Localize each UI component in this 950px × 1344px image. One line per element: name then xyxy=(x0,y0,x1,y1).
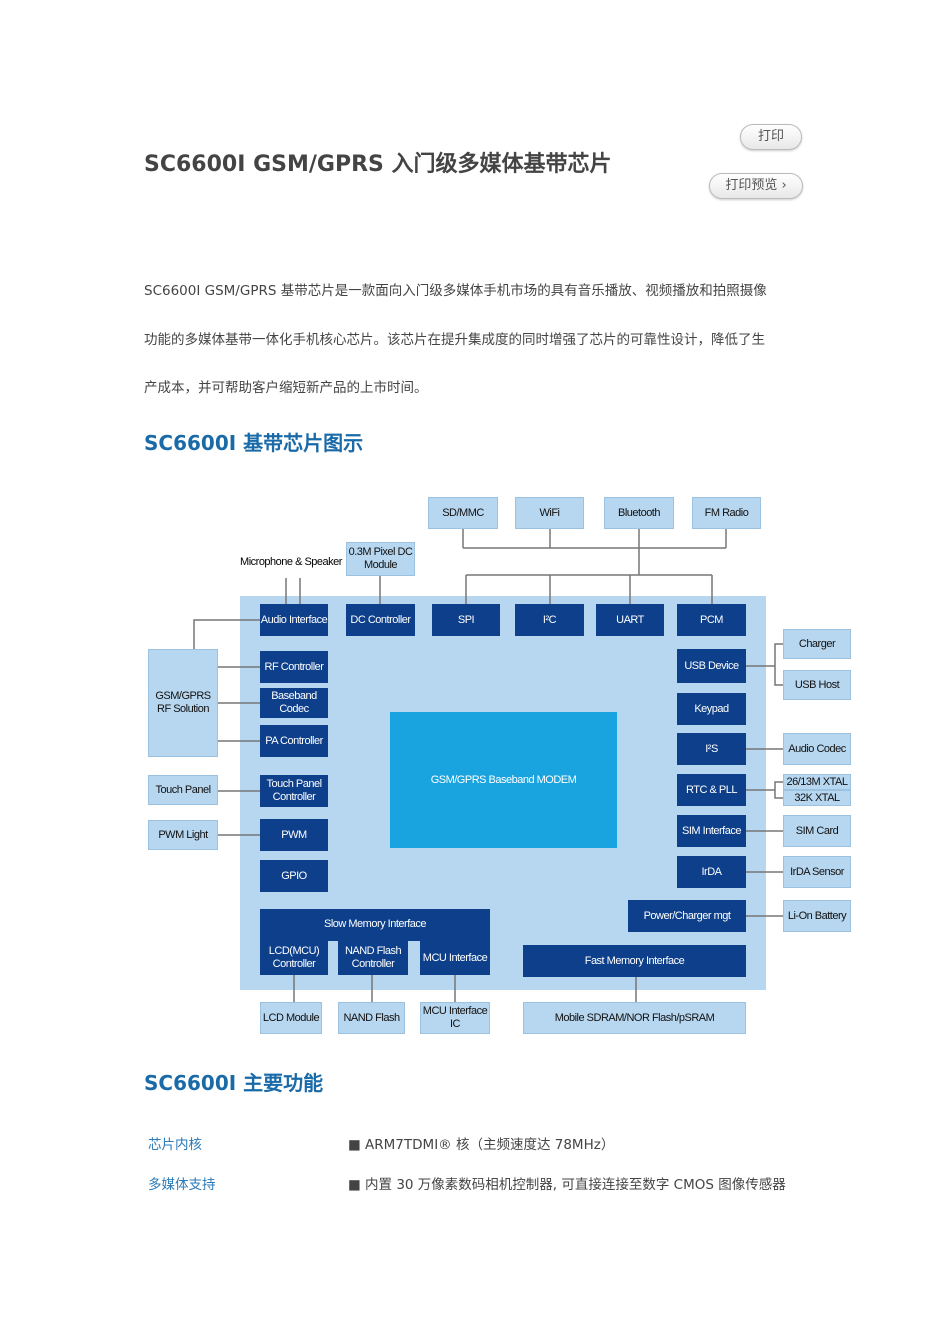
diagram-block-bottom-2: MCU Interface IC xyxy=(420,1002,490,1034)
diagram-block-rightinner-1: Keypad xyxy=(677,693,746,725)
mic-speaker-label: Microphone & Speaker xyxy=(240,555,342,568)
diagram-block-modem: GSM/GPRS Baseband MODEM xyxy=(390,712,617,848)
diagram-block-rightouter-5: SIM Card xyxy=(783,815,851,847)
diagram-block-toprow-1: DC Controller xyxy=(346,604,415,636)
diagram-block-leftinner-3: Touch Panel Controller xyxy=(260,775,328,807)
diagram-block-top-1: WiFi xyxy=(515,497,584,529)
print-button[interactable]: 打印 xyxy=(740,124,802,150)
diagram-block-toprow-0: Audio Interface xyxy=(260,604,328,636)
diagram-block-fast: Fast Memory Interface xyxy=(523,945,746,977)
diagram-block-rightouter-6: IrDA Sensor xyxy=(783,856,851,888)
diagram-block-leftinner-4: PWM xyxy=(260,819,328,851)
diagram-block-leftinner-0: RF Controller xyxy=(260,651,328,683)
diagram-block-leftinner-5: GPIO xyxy=(260,860,328,892)
diagram-block-rightouter-1: USB Host xyxy=(783,670,851,700)
diagram-block-toprow-3: I²C xyxy=(515,604,584,636)
feature-label: 芯片内核 xyxy=(148,1137,202,1153)
intro-line: SC6600I GSM/GPRS 基带芯片是一款面向入门级多媒体手机市场的具有音… xyxy=(144,283,767,299)
section-heading-features: SC6600I 主要功能 xyxy=(144,1071,324,1095)
diagram-block-rightouter-3: 26/13M XTAL xyxy=(783,774,851,790)
diagram-block-toprow-2: SPI xyxy=(432,604,500,636)
diagram-block-rightinner-6: Power/Charger mgt xyxy=(628,900,746,932)
diagram-block-top-3: FM Radio xyxy=(692,497,761,529)
diagram-block-rightouter-4: 32K XTAL xyxy=(783,790,851,806)
diagram-block-rightinner-5: IrDA xyxy=(677,856,746,888)
diagram-block-leftouter-0: GSM/GPRS RF Solution xyxy=(148,649,218,757)
diagram-block-rightinner-0: USB Device xyxy=(677,649,746,683)
intro-line: 产成本，并可帮助客户缩短新产品的上市时间。 xyxy=(144,380,428,396)
diagram-block-leftouter-1: Touch Panel xyxy=(148,775,218,805)
feature-label: 多媒体支持 xyxy=(148,1177,216,1193)
diagram-block-slowsub-2: MCU Interface xyxy=(420,941,490,975)
feature-value: ■ ARM7TDMI® 核（主频速度达 78MHz） xyxy=(348,1137,615,1153)
diagram-block-bottom-0: LCD Module xyxy=(260,1002,322,1034)
diagram-block-rightouter-7: Li-On Battery xyxy=(783,900,851,932)
diagram-block-leftouter-2: PWM Light xyxy=(148,820,218,850)
intro-line: 功能的多媒体基带一体化手机核心芯片。该芯片在提升集成度的同时增强了芯片的可靠性设… xyxy=(144,332,765,348)
diagram-block-rightinner-3: RTC & PLL xyxy=(677,774,746,806)
diagram-block-slowsub-0: LCD(MCU) Controller xyxy=(260,941,328,975)
page-title: SC6600I GSM/GPRS 入门级多媒体基带芯片 xyxy=(144,152,612,177)
diagram-block-rightinner-2: I²S xyxy=(677,733,746,765)
diagram-block-slow: Slow Memory Interface xyxy=(260,909,490,941)
feature-value: ■ 内置 30 万像素数码相机控制器, 可直接连接至数字 CMOS 图像传感器 xyxy=(348,1177,786,1193)
print-preview-button[interactable]: 打印预览 › xyxy=(709,173,803,199)
diagram-block-rightouter-2: Audio Codec xyxy=(783,733,851,765)
section-heading-diagram: SC6600I 基带芯片图示 xyxy=(144,431,364,455)
diagram-block-bottom-1: NAND Flash xyxy=(338,1002,405,1034)
diagram-block-leftinner-1: Baseband Codec xyxy=(260,688,328,718)
diagram-block-top-0: SD/MMC xyxy=(428,497,498,529)
diagram-block-rightouter-0: Charger xyxy=(783,629,851,659)
diagram-block-top-2: Bluetooth xyxy=(604,497,674,529)
diagram-block-leftinner-2: PA Controller xyxy=(260,725,328,757)
diagram-block-slowsub-1: NAND Flash Controller xyxy=(338,941,408,975)
diagram-block-toprow-4: UART xyxy=(596,604,664,636)
diagram-block-toprow-5: PCM xyxy=(677,604,746,636)
diagram-block-bottom-3: Mobile SDRAM/NOR Flash/pSRAM xyxy=(523,1002,746,1034)
diagram-block-rightinner-4: SIM Interface xyxy=(677,815,746,847)
diagram-block-dcmodule: 0.3M Pixel DC Module xyxy=(346,542,415,576)
